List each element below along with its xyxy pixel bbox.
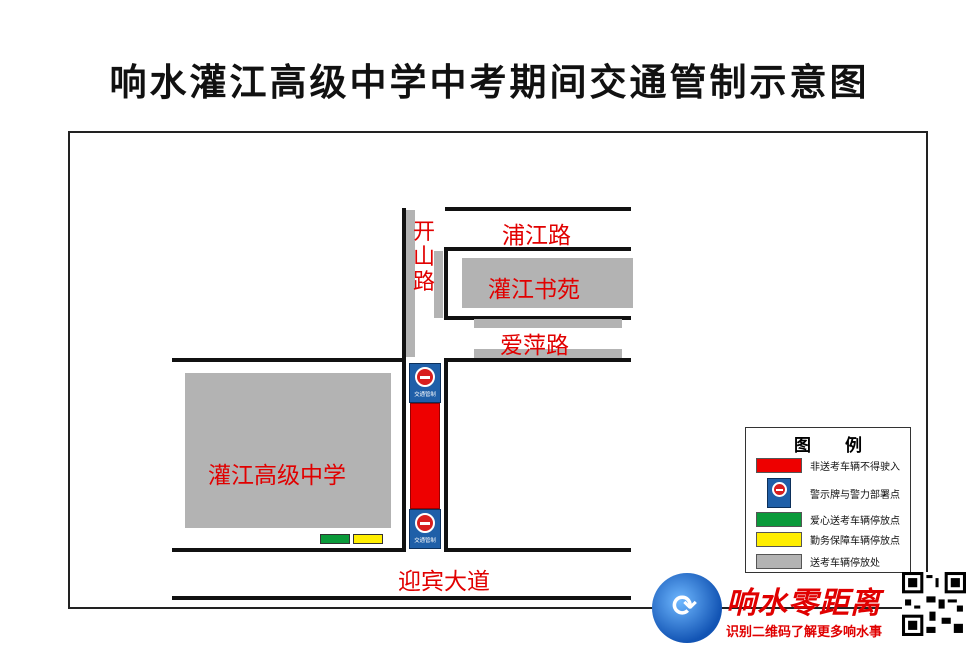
yingbin-road-label: 迎宾大道 <box>398 569 490 595</box>
page-title: 响水灌江高级中学中考期间交通管制示意图 <box>109 61 870 104</box>
yingbin-road-bottom-line <box>172 596 631 600</box>
qr-code-icon[interactable] <box>902 572 966 636</box>
east-road-west-edge-lower <box>444 358 448 552</box>
aiping-dropoff-strip-north <box>474 319 622 328</box>
north-road-west-edge-lower <box>402 358 406 552</box>
legend-swatch-gray <box>756 554 802 569</box>
caring-parking-spot <box>320 534 350 544</box>
legend-label: 勤务保障车辆停放点 <box>810 536 900 547</box>
legend-label: 非送考车辆不得驶入 <box>810 462 900 473</box>
kaishan-road-west-edge <box>402 208 406 360</box>
aiping-road-label: 爱萍路 <box>500 333 569 359</box>
aiping-road-top-line <box>445 316 631 320</box>
traffic-control-sign-north: 交通管制 <box>409 363 441 403</box>
legend-swatch-red <box>756 458 802 473</box>
guanjiang-shuyuan-block <box>462 258 633 308</box>
sign-text: 交通管制 <box>414 537 436 544</box>
pujiang-road-bottom-line <box>445 247 631 251</box>
guanjiang-shuyuan-label: 灌江书苑 <box>488 277 580 303</box>
school-label: 灌江高级中学 <box>208 463 346 489</box>
north-road-top-line <box>172 358 406 362</box>
aiping-road-bottom-line <box>445 358 631 362</box>
legend-title: 图 例 <box>794 436 876 456</box>
shuyuan-side-dropoff-strip <box>434 251 443 318</box>
watermark-subtitle: 识别二维码了解更多响水事 <box>726 625 883 640</box>
school-block <box>185 373 391 528</box>
kaishan-dropoff-strip <box>406 210 415 357</box>
legend-swatch-green <box>756 512 802 527</box>
no-entry-icon <box>415 513 435 533</box>
watermark-title: 响水零距离 <box>726 586 881 621</box>
no-entry-icon <box>415 367 435 387</box>
yingbin-road-top-line-east <box>444 548 631 552</box>
legend-item-sign: 警示牌与警力部署点 <box>756 478 900 508</box>
legend-item-caring: 爱心送考车辆停放点 <box>756 512 900 527</box>
closed-road-zone <box>410 403 440 509</box>
yingbin-road-top-line-west <box>172 548 406 552</box>
pujiang-road-top-line <box>445 207 631 211</box>
legend-sign-wrap <box>756 478 802 508</box>
traffic-control-sign-south: 交通管制 <box>409 509 441 549</box>
legend: 图 例 非送考车辆不得驶入 警示牌与警力部署点 爱心送考车辆停放点 勤务保障车辆… <box>745 427 911 573</box>
watermark-logo-icon: ⟳ <box>652 573 722 643</box>
legend-swatch-yellow <box>756 532 802 547</box>
legend-label: 送考车辆停放处 <box>810 558 880 569</box>
sign-text: 交通管制 <box>414 391 436 398</box>
pujiang-road-label: 浦江路 <box>502 223 571 249</box>
no-entry-icon <box>771 482 787 497</box>
aiping-dropoff-strip-south <box>474 349 622 358</box>
east-road-west-edge <box>444 247 448 320</box>
legend-item-closed: 非送考车辆不得驶入 <box>756 458 900 473</box>
traffic-control-sign-icon <box>767 478 791 508</box>
legend-label: 爱心送考车辆停放点 <box>810 516 900 527</box>
legend-item-dropoff: 送考车辆停放处 <box>756 554 880 569</box>
legend-label: 警示牌与警力部署点 <box>810 489 900 501</box>
service-parking-spot <box>353 534 383 544</box>
legend-item-service: 勤务保障车辆停放点 <box>756 532 900 547</box>
map-frame <box>68 131 928 609</box>
kaishan-road-label: 开山路 <box>412 220 435 295</box>
